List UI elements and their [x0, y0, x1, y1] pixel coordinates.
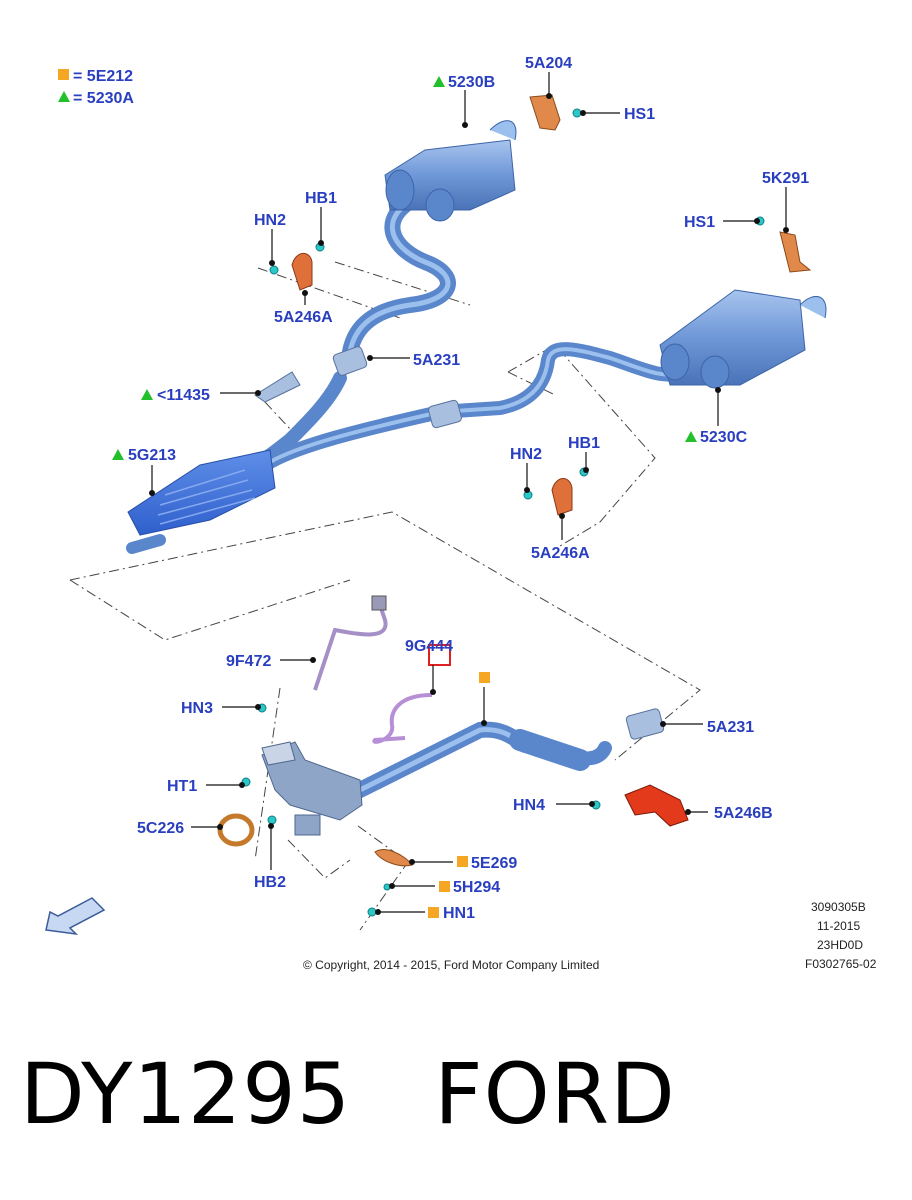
copyright-text: © Copyright, 2014 - 2015, Ford Motor Com…: [303, 958, 599, 972]
callout-markers: [112, 76, 697, 918]
triangle-marker: [433, 76, 445, 87]
gasket-5E269: [374, 849, 413, 867]
oxygen-sensor-9G444: [372, 693, 433, 744]
label-HN2-right: HN2: [510, 446, 542, 463]
legend-item-5E212: = 5E212: [73, 68, 133, 85]
label-5A231-upper: 5A231: [413, 352, 460, 369]
clamp-5A231-upper: [332, 346, 368, 376]
meta-line-1: 3090305B: [811, 900, 866, 914]
bracket-5K291: [779, 231, 812, 273]
bracket-5A204: [529, 94, 561, 131]
label-HT1: HT1: [167, 778, 197, 795]
square-marker: [428, 907, 439, 918]
clamp-5A231-lower: [625, 708, 665, 740]
triangle-marker: [141, 389, 153, 400]
label-HB2: HB2: [254, 874, 286, 891]
square-marker: [457, 856, 468, 867]
label-11435: <11435: [157, 387, 210, 404]
pipe-network: [126, 197, 687, 803]
triangle-marker: [685, 431, 697, 442]
square-marker: [439, 881, 450, 892]
label-9G444: 9G444: [405, 638, 453, 655]
label-5C226: 5C226: [137, 820, 184, 837]
hanger-5A246A-right: [551, 478, 573, 516]
heat-shield-11435: [254, 371, 301, 403]
label-HN2-left: HN2: [254, 212, 286, 229]
hanger-5A246A-left: [291, 252, 313, 291]
legend-square-marker: [58, 69, 69, 80]
resonator-5G213: [127, 449, 276, 536]
label-HS1-right: HS1: [684, 214, 715, 231]
label-5H294: 5H294: [453, 879, 500, 896]
meta-line-4: F0302765-02: [805, 957, 877, 971]
rear-muffler-5230C: [659, 289, 827, 389]
label-HN4: HN4: [513, 797, 545, 814]
rear-muffler-5230B: [384, 120, 517, 222]
label-9F472: 9F472: [226, 653, 271, 670]
meta-line-3: 23HD0D: [817, 938, 863, 952]
meta-line-2: 11-2015: [817, 919, 860, 933]
catalytic-converter: [261, 741, 363, 836]
square-marker: [479, 672, 490, 683]
exhaust-system-diagram: = 5E212 = 5230A: [45, 55, 877, 972]
legend-triangle-marker: [58, 91, 70, 102]
label-5230C: 5230C: [700, 429, 748, 446]
clamp-5A231-mid: [428, 399, 462, 429]
label-5K291: 5K291: [762, 170, 809, 187]
gasket-5C226: [217, 813, 255, 847]
label-5230B: 5230B: [448, 74, 495, 91]
label-5A231-lower: 5A231: [707, 719, 754, 736]
highlight-box-9G444: [428, 644, 451, 666]
label-5G213: 5G213: [128, 447, 176, 464]
hanger-5A246B: [624, 784, 689, 827]
legend: = 5E212 = 5230A: [58, 68, 134, 107]
label-5A204: 5A204: [525, 55, 572, 72]
triangle-marker: [112, 449, 124, 460]
meta-block: 3090305B 11-2015 23HD0D F0302765-02: [805, 900, 877, 971]
part-labels: 5230B 5A204 HS1 HB1 HN2 5A246A 5K291 HS1…: [128, 55, 809, 922]
leader-lines: [149, 72, 789, 915]
label-HN1: HN1: [443, 905, 475, 922]
brand-name: FORD: [434, 1045, 676, 1143]
direction-arrow-icon: [45, 897, 106, 936]
label-HN3: HN3: [181, 700, 213, 717]
label-HS1-top: HS1: [624, 106, 655, 123]
label-5A246A-left: 5A246A: [274, 309, 333, 326]
legend-item-5230A: = 5230A: [73, 90, 134, 107]
label-HB1-left: HB1: [305, 190, 337, 207]
part-number: DY1295: [20, 1045, 352, 1143]
label-HB1-right: HB1: [568, 435, 600, 452]
label-5A246B: 5A246B: [714, 805, 773, 822]
oxygen-sensor-9F472: [313, 595, 388, 691]
label-5E269: 5E269: [471, 855, 517, 872]
label-5A246A-right: 5A246A: [531, 545, 590, 562]
footer-title: DY1295 FORD: [20, 1052, 676, 1136]
